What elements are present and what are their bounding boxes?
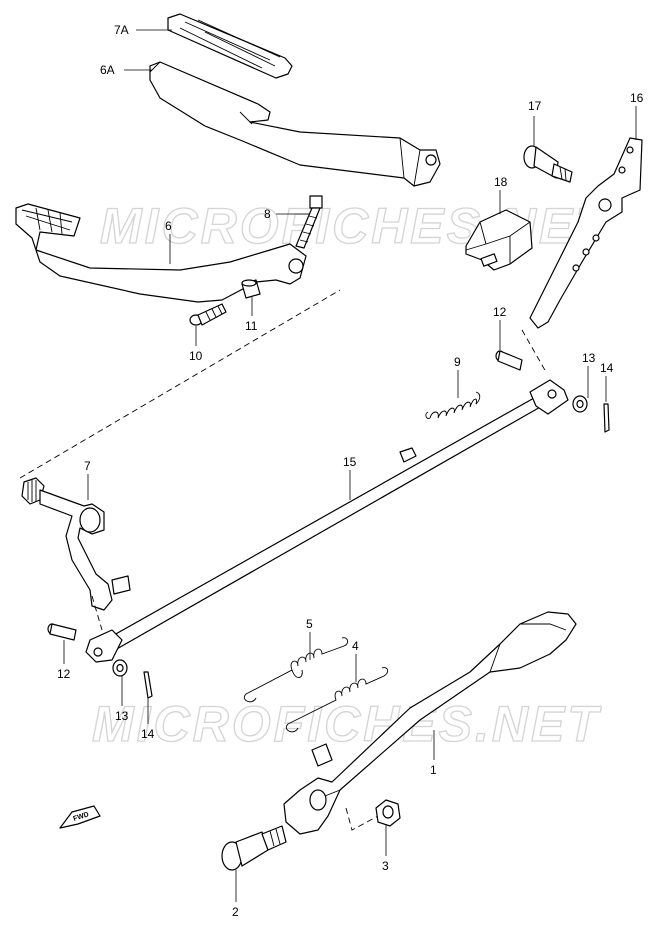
part-13-washer-top[interactable] <box>572 395 588 413</box>
part-3-nut[interactable] <box>375 799 401 827</box>
callout-10: 10 <box>189 349 203 363</box>
part-1-side-stand[interactable] <box>283 611 577 835</box>
part-8-bolt[interactable] <box>295 195 323 249</box>
leader-lines <box>63 29 637 902</box>
fwd-label: FWD <box>72 811 89 823</box>
callout-12-bottom: 12 <box>57 667 71 681</box>
callout-15: 15 <box>343 455 357 469</box>
assembly-line-stand <box>345 807 379 831</box>
callout-16: 16 <box>630 91 644 105</box>
part-5-spring[interactable] <box>244 637 349 703</box>
callout-9: 9 <box>454 355 461 369</box>
callout-18: 18 <box>494 175 508 189</box>
assembly-line-upper <box>19 289 341 479</box>
part-12-clevis-pin-bottom[interactable] <box>47 623 77 641</box>
part-16-brake-arm[interactable] <box>529 137 643 329</box>
part-17-pivot-bolt[interactable] <box>523 145 573 183</box>
callout-13-top: 13 <box>582 351 596 365</box>
callout-12-top: 12 <box>493 305 507 319</box>
callout-7: 7 <box>84 459 91 473</box>
callout-7a: 7A <box>114 23 129 37</box>
part-6-brake-pedal[interactable] <box>15 203 307 303</box>
callout-14-bottom: 14 <box>141 727 155 741</box>
part-13-washer-bottom[interactable] <box>112 659 128 677</box>
part-18-cover[interactable] <box>465 209 533 271</box>
part-11-collar[interactable] <box>241 279 261 299</box>
callout-6a: 6A <box>100 63 115 77</box>
callout-5: 5 <box>306 617 313 631</box>
part-9-spring[interactable] <box>425 391 481 419</box>
part-10-bolt[interactable] <box>189 303 227 326</box>
callout-2: 2 <box>232 905 239 919</box>
part-4-spring[interactable] <box>286 667 389 733</box>
part-14-cotter-pin-bottom[interactable] <box>143 671 153 699</box>
watermark-top: MICROFICHES.NET <box>100 198 610 254</box>
part-12-clevis-pin-top[interactable] <box>495 350 523 371</box>
callout-1: 1 <box>430 763 437 777</box>
callout-13-bottom: 13 <box>115 709 129 723</box>
callout-4: 4 <box>352 639 359 653</box>
part-2-stand-bolt[interactable] <box>221 825 287 871</box>
part-6a-brake-pedal-alt[interactable] <box>149 61 441 187</box>
callout-6: 6 <box>165 219 172 233</box>
fwd-arrow-icon: FWD <box>59 805 101 829</box>
callout-3: 3 <box>382 859 389 873</box>
assembly-line-upper-2 <box>521 329 547 373</box>
callout-11: 11 <box>245 319 258 333</box>
callout-8: 8 <box>264 207 271 221</box>
part-14-cotter-pin-top[interactable] <box>603 403 610 433</box>
callout-17: 17 <box>528 99 542 113</box>
part-7-pedal-shaft[interactable] <box>21 477 131 611</box>
part-15-brake-rod[interactable] <box>85 379 569 663</box>
watermark-bottom: MICROFICHES.NET <box>92 696 602 752</box>
part-7a-pedal-rubber[interactable] <box>167 13 293 79</box>
assembly-line-lower-left <box>91 595 103 631</box>
callout-14-top: 14 <box>600 361 614 375</box>
